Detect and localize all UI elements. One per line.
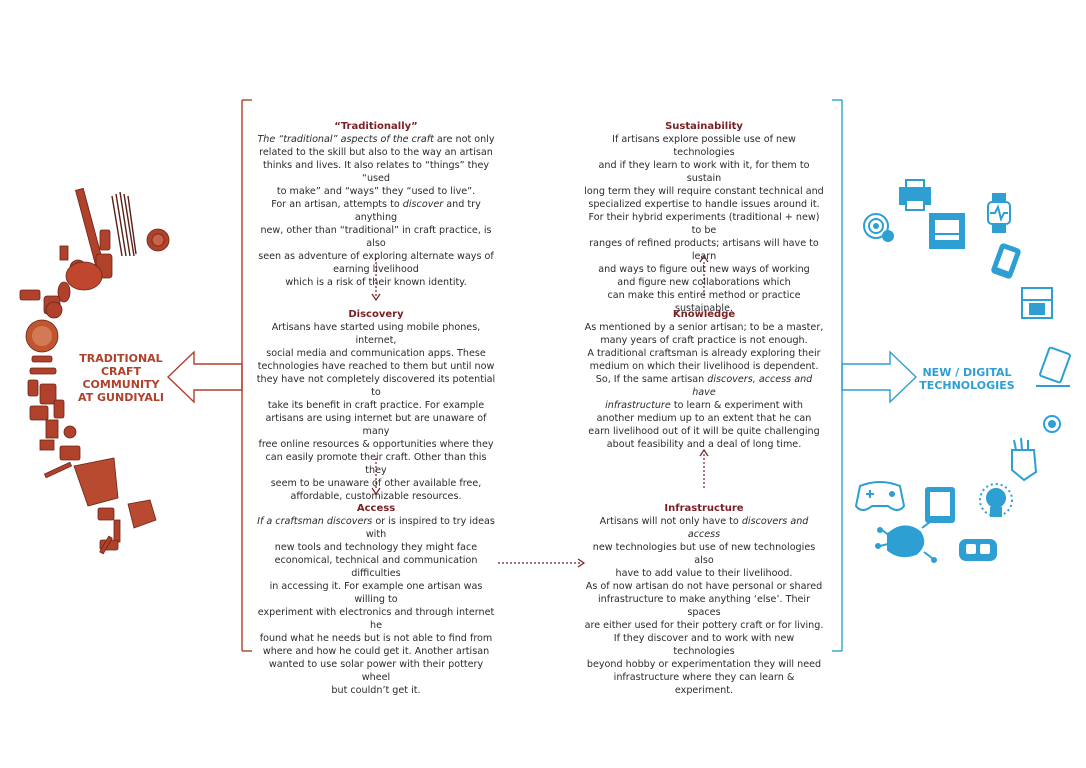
- game-controller-icon: [854, 481, 906, 511]
- right-label-line-1: NEW / DIGITAL: [922, 366, 1012, 379]
- connector-access-infrastructure: [498, 558, 586, 568]
- vr-headset-icon: [959, 539, 997, 561]
- traditionally-block: “Traditionally” The “traditional” aspect…: [257, 121, 495, 288]
- lightbulb-icon: [979, 483, 1013, 517]
- infrastructure-block: Infrastructure Artisans will not only ha…: [584, 503, 824, 696]
- tablet-icon: [925, 487, 955, 523]
- infrastructure-title: Infrastructure: [664, 503, 744, 514]
- robotic-hand-icon: [1011, 437, 1038, 482]
- left-label-line-1: TRADITIONAL CRAFT: [79, 352, 163, 378]
- 3d-printer-cube-icon: [1021, 287, 1053, 319]
- pot-illustration: [65, 261, 103, 291]
- traditionally-text-italic: The “traditional” aspects of the craft: [257, 134, 434, 145]
- access-title: Access: [356, 503, 396, 514]
- right-bracket: [832, 99, 843, 652]
- tech-icons: [854, 179, 1071, 563]
- left-bracket: [241, 99, 252, 652]
- connector-discovery-access: [371, 458, 381, 496]
- right-arrow: [841, 350, 918, 404]
- laptop-icon: [1036, 346, 1071, 387]
- connector-knowledge-sustainability: [699, 254, 709, 296]
- left-label-line-3: AT GUNDIYALI: [78, 391, 164, 404]
- craft-illustrations: [19, 187, 170, 555]
- smartphone-icon: [991, 243, 1021, 279]
- left-arrow: [166, 350, 243, 404]
- tools-illustration: [43, 461, 73, 479]
- discovery-title: Discovery: [348, 309, 404, 320]
- circuit-brain-icon: [875, 517, 937, 563]
- access-block: Access If a craftsman discovers or is in…: [257, 503, 495, 696]
- sustainability-block: Sustainability If artisans explore possi…: [584, 121, 824, 314]
- gear-icon: [1043, 415, 1061, 433]
- digital-technologies-label: NEW / DIGITAL TECHNOLOGIES: [912, 366, 1022, 392]
- connector-infrastructure-knowledge: [699, 448, 709, 488]
- sustainability-title: Sustainability: [665, 121, 743, 132]
- knowledge-block: Knowledge As mentioned by a senior artis…: [584, 309, 824, 450]
- smartwatch-icon: [987, 193, 1011, 233]
- printer-icon: [899, 179, 931, 211]
- left-label-line-2: COMMUNITY: [82, 378, 160, 391]
- 3d-printer-icon: [929, 213, 965, 249]
- traditionally-title: “Traditionally”: [334, 121, 418, 132]
- discovery-block: Discovery Artisans have started using mo…: [256, 309, 496, 502]
- right-label-line-2: TECHNOLOGIES: [919, 379, 1015, 392]
- knowledge-title: Knowledge: [672, 309, 736, 320]
- brushes-illustration: [111, 191, 137, 257]
- connector-traditionally-discovery: [371, 258, 381, 302]
- vessel-illustration: [113, 519, 121, 543]
- fingerprint-icon: [863, 213, 894, 242]
- traditional-craft-label: TRADITIONAL CRAFT COMMUNITY AT GUNDIYALI: [60, 352, 182, 404]
